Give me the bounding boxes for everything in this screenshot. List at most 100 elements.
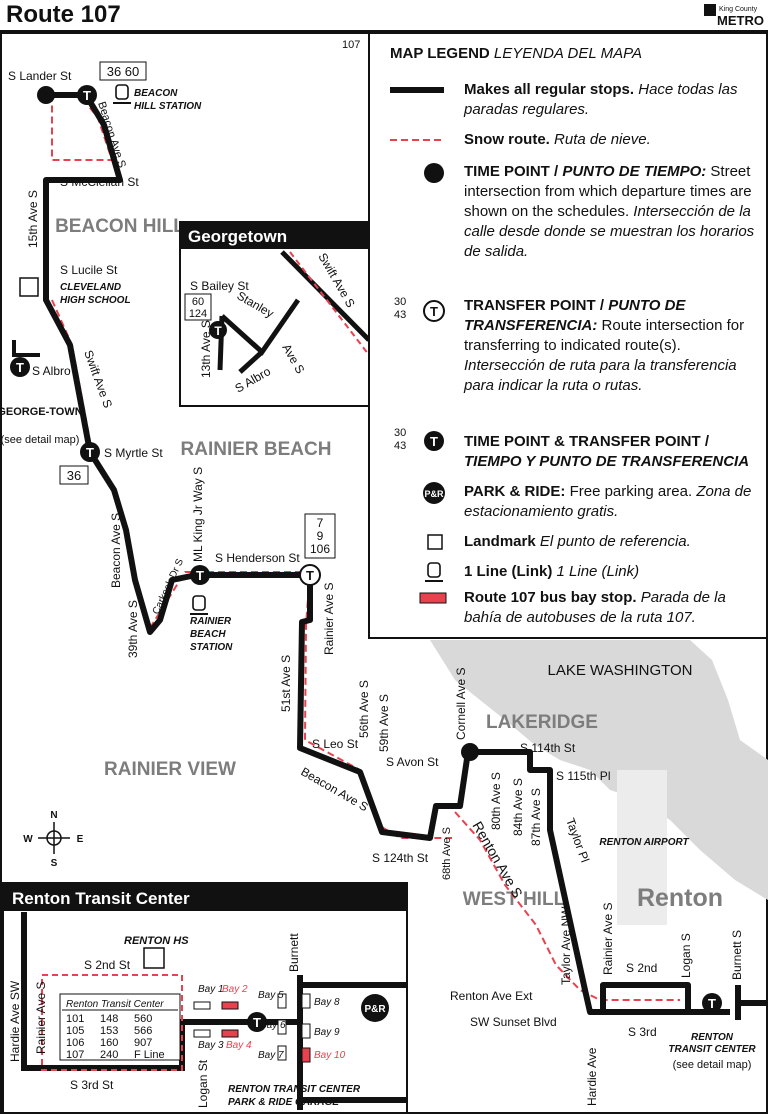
street-rainier-ave: Rainier Ave S xyxy=(322,583,336,656)
route-table-cell: 106 xyxy=(66,1037,84,1049)
bay-stop-marker[interactable] xyxy=(193,1029,211,1038)
street-myrtle: S Myrtle St xyxy=(104,446,163,460)
street-s3rd: S 3rd xyxy=(628,1025,657,1039)
transfer-point-myrtle[interactable]: T xyxy=(80,442,100,462)
bay-stop-marker[interactable] xyxy=(301,993,311,1009)
svg-text:P&R: P&R xyxy=(424,489,444,499)
legend-park-ride-icon: P&R xyxy=(423,482,445,504)
area-rainier-view: RAINIER VIEW xyxy=(104,759,236,780)
area-renton: Renton xyxy=(637,884,723,912)
street-renton-ext: Renton Ave Ext xyxy=(450,989,533,1003)
bay-stop-marker[interactable] xyxy=(301,1023,311,1039)
svg-text:60: 60 xyxy=(192,296,204,308)
street-80th: 80th Ave S xyxy=(489,772,503,830)
georgetown-inset: Georgetown T S Bailey St Swift Ave S Sta… xyxy=(179,221,371,407)
legend-transfer: TRANSFER POINT / PUNTO DE TRANSFERENCIA:… xyxy=(464,297,745,394)
renton-inset: Renton Transit Center RENTON HS S 2nd St… xyxy=(2,882,408,1114)
svg-text:PARK & RIDE GARAGE: PARK & RIDE GARAGE xyxy=(228,1097,339,1108)
street-51st-ave: 51st Ave S xyxy=(279,655,293,712)
legend-bay-icon xyxy=(419,592,447,604)
svg-text:7: 7 xyxy=(317,516,324,530)
bay-label: Bay 1 xyxy=(198,984,224,995)
transfer-point-georgetown: T xyxy=(209,321,227,339)
park-and-ride-icon: P&R xyxy=(361,994,389,1022)
svg-text:N: N xyxy=(50,810,57,821)
route-table-cell: 907 xyxy=(134,1037,152,1049)
transfer-box-lander: 36 60 xyxy=(99,61,147,81)
svg-text:S Bailey St: S Bailey St xyxy=(190,279,249,293)
svg-text:King County: King County xyxy=(719,6,758,13)
legend-landmark-icon xyxy=(427,534,443,550)
route-title: Route 107 xyxy=(6,1,121,28)
transfer-box-myrtle: 36 xyxy=(59,465,89,485)
svg-text:W: W xyxy=(23,834,33,845)
transfer-point-mlk[interactable]: T xyxy=(190,565,210,585)
transfer-point-lander[interactable]: T xyxy=(77,85,97,105)
route-table-cell: 148 xyxy=(100,1013,118,1025)
transfer-point-albro[interactable]: T xyxy=(10,357,30,377)
street-mcclellan: S McClellan St xyxy=(60,175,139,189)
route-table-cell: 240 xyxy=(100,1049,118,1061)
bay-stop-marker[interactable] xyxy=(277,1045,287,1061)
street-68th-ave: 68th Ave S xyxy=(441,827,453,880)
bay-stop-marker[interactable] xyxy=(277,993,287,1009)
time-point-cornell[interactable] xyxy=(461,743,479,761)
route-table-cell: 105 xyxy=(66,1025,84,1037)
street-avon: S Avon St xyxy=(386,755,439,769)
legend-title: MAP LEGEND LEYENDA DEL MAPA xyxy=(390,45,643,62)
area-rainier-beach: RAINIER BEACH xyxy=(181,439,332,460)
bay-stop-marker[interactable] xyxy=(193,1001,211,1010)
svg-text:S: S xyxy=(51,858,58,869)
svg-text:P&R: P&R xyxy=(364,1004,386,1015)
legend-bay: Route 107 bus bay stop. Parada de la bah… xyxy=(464,589,726,626)
lake-washington xyxy=(430,640,768,900)
svg-text:Burnett: Burnett xyxy=(287,933,301,972)
transfer-point-renton[interactable]: T xyxy=(702,993,722,1013)
legend-sample-routes-1: 30 xyxy=(394,296,406,308)
area-lakeridge: LAKERIDGE xyxy=(486,712,598,733)
svg-text:9: 9 xyxy=(317,529,324,543)
bay-label: Bay 6 xyxy=(260,1020,286,1031)
king-county-metro-logo: King County METRO xyxy=(704,4,764,28)
bay-label: Bay 4 xyxy=(226,1040,252,1051)
legend-time-transfer-icon: T xyxy=(424,431,444,451)
bay-label: Bay 7 xyxy=(258,1050,284,1061)
renton-tc-note: (see detail map) xyxy=(673,1059,752,1071)
street-84th: 84th Ave S xyxy=(511,778,525,836)
legend-transfer-icon: T xyxy=(423,300,445,322)
bay-label: Bay 5 xyxy=(258,990,284,1001)
area-west-hill: WEST HILL xyxy=(463,889,566,910)
svg-text:Rainier Ave S: Rainier Ave S xyxy=(34,982,48,1055)
street-59th-ave: 59th Ave S xyxy=(377,694,391,752)
bay-stop-marker[interactable] xyxy=(221,1001,239,1010)
bay-stop-marker[interactable] xyxy=(277,1019,287,1035)
street-s2nd: S 2nd xyxy=(626,961,657,975)
legend-snow: Snow route. Ruta de nieve. xyxy=(464,131,651,148)
street-leo: S Leo St xyxy=(312,737,359,751)
bay-stop-marker[interactable] xyxy=(221,1029,239,1038)
time-point-lander[interactable] xyxy=(37,86,55,104)
street-39th-ave: 39th Ave S xyxy=(126,600,140,658)
route-table-cell: 153 xyxy=(100,1025,118,1037)
street-114th: S 114th St xyxy=(520,741,576,755)
street-lander: S Lander St xyxy=(8,69,72,83)
svg-text:43: 43 xyxy=(394,309,406,321)
bay-label: Bay 3 xyxy=(198,1040,224,1051)
bay-stop-marker[interactable] xyxy=(301,1047,311,1063)
bay-label: Bay 10 xyxy=(314,1050,346,1061)
svg-text:S 3rd St: S 3rd St xyxy=(70,1078,114,1092)
street-swift-ave: Swift Ave S xyxy=(81,348,115,410)
svg-text:124: 124 xyxy=(189,308,207,320)
transfer-point-henderson[interactable]: T xyxy=(299,564,321,586)
route-table-cell: 101 xyxy=(66,1013,84,1025)
street-beacon-mid: Beacon Ave S xyxy=(109,513,123,588)
bay-label: Bay 8 xyxy=(314,997,340,1008)
bay-label: Bay 2 xyxy=(222,984,248,995)
legend-time-point-icon xyxy=(424,163,444,183)
svg-text:Logan St: Logan St xyxy=(196,1059,210,1108)
svg-text:T: T xyxy=(83,88,91,103)
